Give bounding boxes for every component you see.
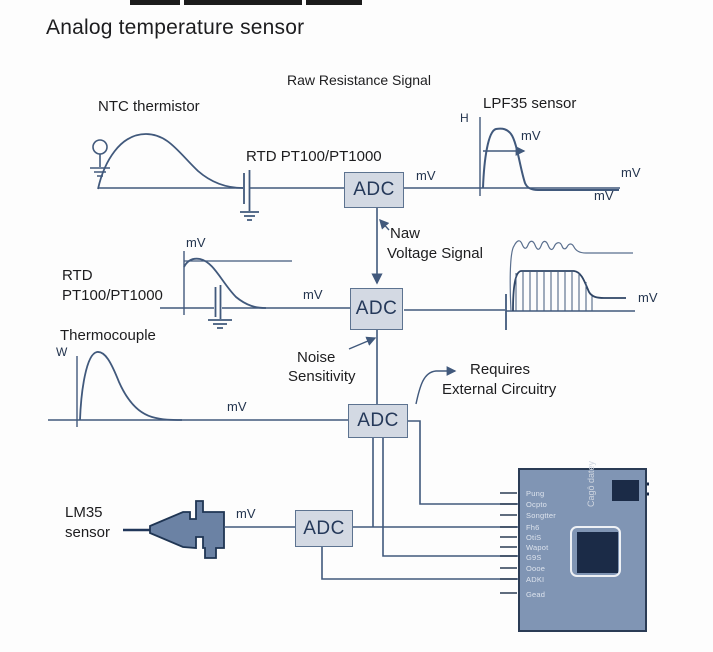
rtd-label-line2: PT100/PT1000 <box>62 287 163 304</box>
chip-pin-label: OtiS <box>526 533 542 542</box>
raw-voltage-label-line2: Voltage Signal <box>387 245 483 262</box>
top-crop-bar <box>130 0 180 5</box>
rtd-inline-label: RTD PT100/PT1000 <box>246 148 382 165</box>
chip-pin-label: Pung <box>526 489 545 498</box>
noise-label-line2: Sensitivity <box>288 368 356 385</box>
lpf35-sensor-label: LPF35 sensor <box>483 95 577 112</box>
capacitor-ground-icon <box>240 170 259 221</box>
mv-label: mV <box>621 165 641 180</box>
w-axis-label: W <box>56 345 68 359</box>
top-crop-bar <box>306 0 362 5</box>
chip-pin-stubs <box>500 492 517 594</box>
chip-die-outline <box>570 526 621 577</box>
requires-label-line2: External Circuitry <box>442 381 557 398</box>
thermocouple-label: Thermocouple <box>60 327 156 344</box>
mv-label: mV <box>303 287 323 302</box>
adc2-label: ADC <box>355 298 398 319</box>
rtd-plot <box>183 251 292 315</box>
mv-label: mV <box>236 506 256 521</box>
adc3-label: ADC <box>357 410 399 431</box>
lm35-label-line2: sensor <box>65 524 111 541</box>
page-title: Analog temperature sensor <box>46 16 305 39</box>
adc1-label: ADC <box>353 179 395 200</box>
filtered-signal-plot <box>505 240 635 330</box>
adc-to-chip-wires <box>321 420 518 580</box>
chip-pin-label: Songtter <box>526 511 556 520</box>
ntc-thermistor-label: NTC thermistor <box>98 98 200 115</box>
chip-pin-label: ADKI <box>526 575 545 584</box>
chip-pin-label: Gead <box>526 590 546 599</box>
chip-component-icon <box>612 480 639 501</box>
noise-label-line1: Noise <box>297 349 336 366</box>
capacitor-ground-icon <box>208 285 232 329</box>
h-axis-label: H <box>460 111 469 125</box>
adc1-box: ADC <box>344 172 404 208</box>
adc4-box: ADC <box>295 510 353 547</box>
chip-pin-label: Wapot <box>526 543 549 552</box>
chip-pin-label: G9S <box>526 553 542 562</box>
adc4-label: ADC <box>303 517 345 539</box>
adc3-box: ADC <box>348 404 408 438</box>
raw-voltage-callout-arrow <box>379 218 390 231</box>
thermocouple-plot <box>76 351 183 427</box>
chip-side-text: Cagô datey <box>586 460 596 508</box>
chip-pin-label: Ocpto <box>526 500 548 509</box>
mv-label: mV <box>521 128 541 143</box>
noise-callout-arrow <box>348 336 377 350</box>
top-crop-bar <box>184 0 302 5</box>
raw-voltage-label-line1: Naw <box>390 225 421 242</box>
chip-die <box>577 532 618 573</box>
chip-pin-label: Fh6 <box>526 523 540 532</box>
mv-label: mV <box>416 168 436 183</box>
requires-callout-arrow <box>415 366 457 405</box>
lm35-probe-icon <box>149 500 225 559</box>
raw-resistance-signal-label: Raw Resistance Signal <box>287 72 431 88</box>
lm35-label-line1: LM35 <box>65 504 103 521</box>
ntc-source-icon <box>90 139 110 177</box>
mv-label: mV <box>227 399 247 414</box>
ntc-response-curve <box>97 133 244 190</box>
chip-pin-label: Oooe <box>526 564 546 573</box>
rtd-label-line1: RTD <box>62 267 93 284</box>
mv-label: mV <box>186 235 206 250</box>
mv-label: mV <box>638 290 658 305</box>
microcontroller-chip: Pung Ocpto Songtter Fh6 OtiS Wapot G9S O… <box>518 461 647 632</box>
lpf35-plot <box>479 117 619 196</box>
mv-label: mV <box>594 188 614 203</box>
adc2-box: ADC <box>350 288 403 330</box>
requires-label-line1: Requires <box>470 361 531 378</box>
